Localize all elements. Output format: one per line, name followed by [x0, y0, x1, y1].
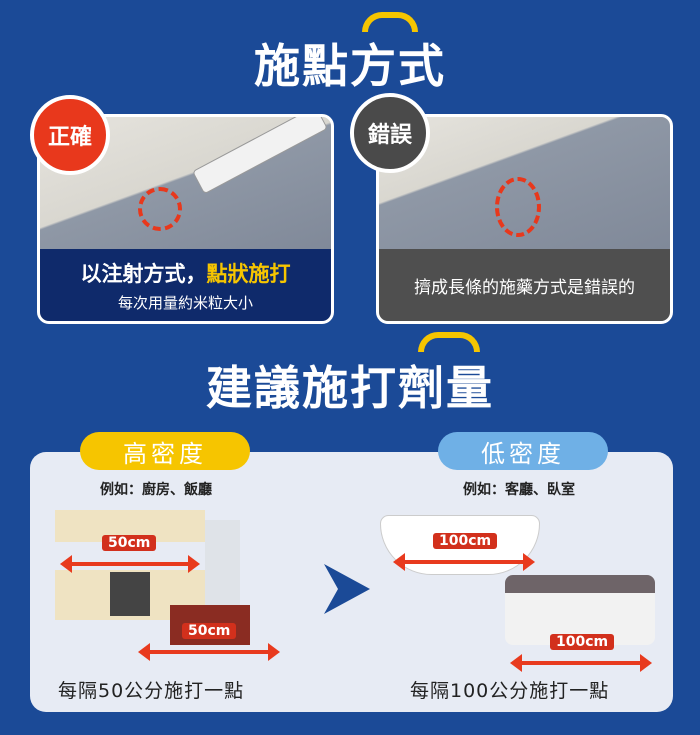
decorative-arc: [362, 12, 418, 32]
wrong-badge: 錯誤: [350, 93, 430, 173]
decorative-arc: [418, 332, 480, 352]
measure-label: 50cm: [102, 535, 157, 551]
bed-illustration: [505, 575, 655, 645]
line-marker-icon: [495, 177, 541, 237]
measure-100cm-1: 100cm: [393, 533, 535, 571]
arrow-right-icon: [324, 564, 370, 614]
section-title: 建議施打劑量: [206, 361, 494, 415]
low-footer: 每隔100公分施打一點: [410, 680, 610, 702]
measure-50cm-1: 50cm: [60, 535, 200, 573]
caption-highlight: 點狀施打: [206, 261, 291, 286]
measure-label: 100cm: [550, 634, 615, 650]
measure-100cm-2: 100cm: [510, 634, 652, 672]
low-density-label: 低密度: [438, 432, 608, 470]
high-footer: 每隔50公分施打一點: [58, 680, 245, 702]
measure-50cm-2: 50cm: [138, 623, 280, 661]
low-example: 例如：客廳、臥室: [463, 482, 575, 498]
measure-label: 50cm: [182, 623, 237, 639]
dot-marker-icon: [138, 187, 182, 231]
caption-sub: 每次用量約米粒大小: [117, 293, 253, 312]
wrong-caption: 擠成長條的施藥方式是錯誤的: [379, 249, 670, 321]
wrong-method-card: 擠成長條的施藥方式是錯誤的: [376, 114, 673, 324]
correct-caption: 以注射方式，點狀施打 每次用量約米粒大小: [40, 249, 331, 321]
correct-badge: 正確: [30, 95, 110, 175]
measure-label: 100cm: [433, 533, 498, 549]
caption-main: 以注射方式，: [80, 261, 207, 286]
high-density-label: 高密度: [80, 432, 250, 470]
high-example: 例如：廚房、飯廳: [100, 482, 212, 498]
page-title: 施點方式: [254, 39, 446, 93]
caption-main: 擠成長條的施藥方式是錯誤的: [414, 277, 635, 298]
